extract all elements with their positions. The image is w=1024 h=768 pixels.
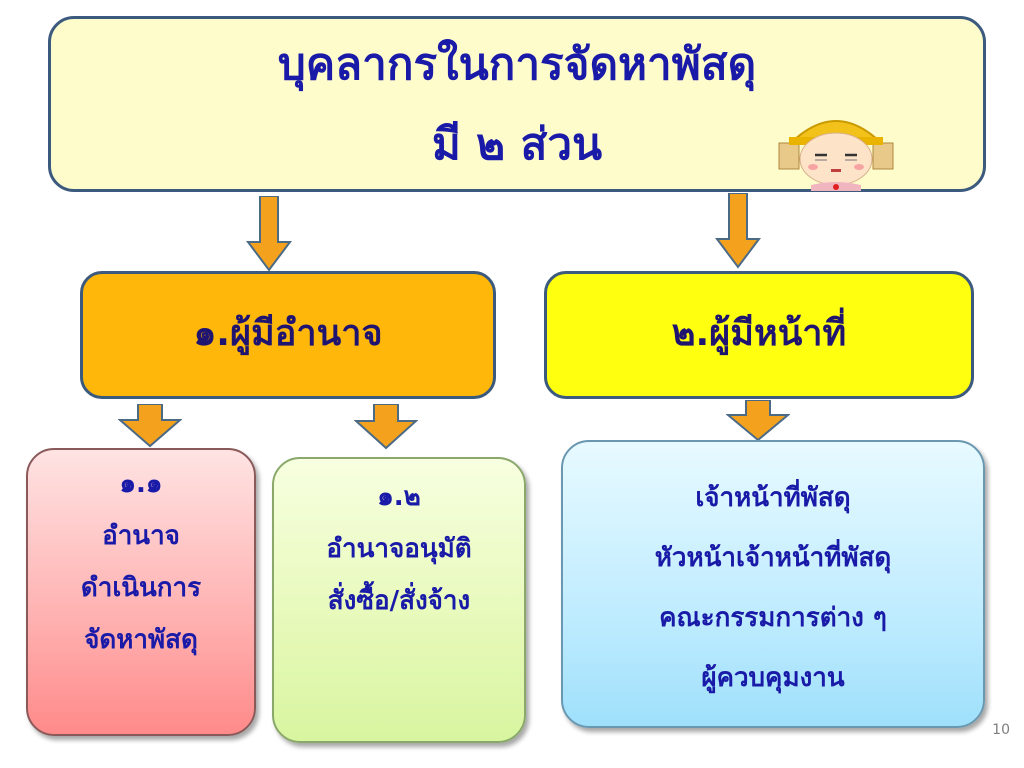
box11-line-3: ดำเนินการ (80, 573, 202, 603)
down-arrow-icon (246, 196, 292, 272)
cartoon-girl-face-icon (778, 120, 894, 191)
duty-line-3: คณะกรรมการต่าง ๆ (659, 603, 887, 633)
box11-line-1: ๑.๑ (119, 469, 163, 499)
authority-child-1-2: ๑.๒ อำนาจอนุมัติ สั่งซื้อ/สั่งจ้าง (272, 457, 526, 743)
box11-line-2: อำนาจ (102, 521, 180, 551)
duty-children: เจ้าหน้าที่พัสดุ หัวหน้าเจ้าหน้าที่พัสดุ… (561, 440, 985, 728)
title-box: บุคลากรในการจัดหาพัสดุ มี ๒ ส่วน (48, 16, 986, 192)
slide-number: 10 (992, 722, 1010, 738)
duty-line-1: เจ้าหน้าที่พัสดุ (695, 483, 851, 513)
authority-label: ๑.ผู้มีอำนาจ (193, 313, 383, 354)
box11-line-4: จัดหาพัสดุ (84, 625, 198, 655)
down-arrow-icon (118, 404, 182, 448)
down-arrow-icon (715, 193, 761, 269)
box12-line-1: ๑.๒ (377, 482, 421, 512)
box12-line-2: อำนาจอนุมัติ (326, 534, 472, 564)
title-line-2: มี ๒ ส่วน (431, 119, 603, 170)
duty-node: ๒.ผู้มีหน้าที่ (544, 271, 974, 399)
down-arrow-icon (354, 404, 418, 450)
down-arrow-icon (726, 400, 790, 442)
duty-line-4: ผู้ควบคุมงาน (701, 663, 845, 693)
authority-node: ๑.ผู้มีอำนาจ (80, 271, 496, 399)
authority-child-1-1: ๑.๑ อำนาจ ดำเนินการ จัดหาพัสดุ (26, 448, 256, 736)
duty-line-2: หัวหน้าเจ้าหน้าที่พัสดุ (654, 543, 892, 573)
duty-label: ๒.ผู้มีหน้าที่ (671, 313, 847, 354)
title-line-1: บุคลากรในการจัดหาพัสดุ (277, 39, 757, 90)
box12-line-3: สั่งซื้อ/สั่งจ้าง (327, 586, 471, 616)
